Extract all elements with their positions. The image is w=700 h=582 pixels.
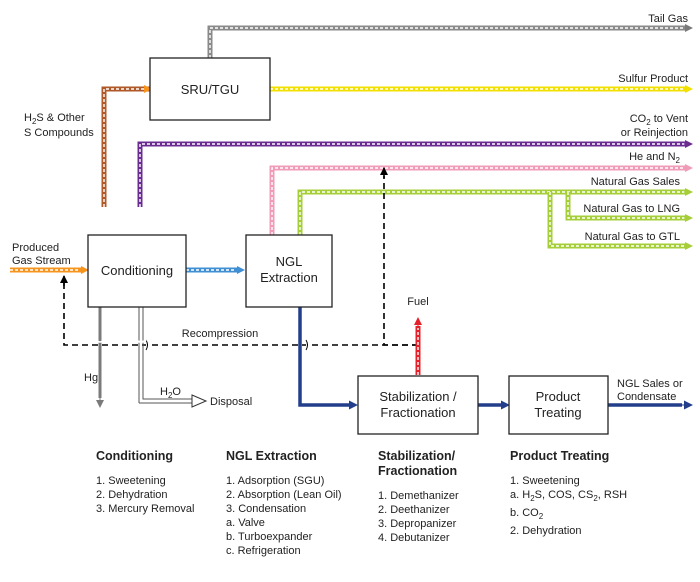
conditioning-list: 1. Sweetening 2. Dehydration 3. Mercury …: [96, 474, 194, 516]
ngl-sales-label-line2: Condensate: [617, 391, 676, 403]
list-item: 1. Demethanizer: [378, 490, 459, 502]
tail-gas-label: Tail Gas: [648, 13, 688, 25]
ngl-extraction-box: [245, 234, 333, 308]
list-item: 2. Deethanizer: [378, 504, 450, 516]
sulfur-product-label: Sulfur Product: [618, 73, 688, 85]
list-item: 3. Condensation: [226, 503, 307, 515]
ngl-extraction-label-line1: NGL: [276, 254, 303, 269]
list-item: 2. Dehydration: [510, 525, 582, 538]
he-n2-stream: [269, 164, 693, 235]
product-treating-column-title: Product Treating: [510, 449, 610, 463]
h2o-label: H2O: [160, 386, 181, 400]
ngl-list: 1. Adsorption (SGU) 2. Absorption (Lean …: [226, 474, 342, 558]
product-treating-column: Product Treating 1. Sweetening a. H2S, C…: [510, 449, 627, 538]
natural-gas-stream: [297, 188, 693, 250]
conditioning-label: Conditioning: [101, 263, 173, 278]
list-subitem: b. Turboexpander: [226, 531, 313, 543]
fuel-label: Fuel: [407, 296, 428, 308]
list-item: 2. Absorption (Lean Oil): [226, 489, 342, 501]
tail-gas-stream: [207, 24, 693, 58]
conditioning-box: [87, 234, 187, 308]
recompression-label: Recompression: [182, 328, 258, 340]
produced-gas-label-line1: Produced: [12, 242, 59, 254]
product-treating-list: 1. Sweetening a. H2S, COS, CS2, RSH b. C…: [510, 474, 627, 538]
product-treating-label-line2: Treating: [534, 405, 581, 420]
list-item: 1. Sweetening: [96, 475, 166, 487]
natural-gas-gtl-label: Natural Gas to GTL: [585, 231, 680, 243]
conditioning-column-title: Conditioning: [96, 449, 174, 463]
hg-stream: [94, 307, 106, 408]
list-subitem: a. H2S, COS, CS2, RSH: [510, 489, 628, 504]
list-subitem: a. Valve: [226, 517, 265, 529]
ngl-sales-label-line1: NGL Sales or: [617, 378, 683, 390]
co2-vent-label-line2: or Reinjection: [621, 127, 688, 139]
list-item: 3. Mercury Removal: [96, 503, 195, 515]
list-item: 4. Debutanizer: [378, 532, 450, 544]
ngl-column-title: NGL Extraction: [226, 449, 317, 463]
list-subitem: c. Refrigeration: [226, 545, 301, 557]
stabilization-column: Stabilization/ Fractionation 1. Demethan…: [378, 449, 459, 545]
recompression-loop: [60, 167, 418, 351]
hg-label: Hg: [84, 372, 98, 384]
list-item: 1. Sweetening: [510, 475, 580, 487]
ngl-extraction-label-line2: Extraction: [260, 270, 318, 285]
stabilization-title-line1: Stabilization/: [378, 449, 456, 463]
ngl-column: NGL Extraction 1. Adsorption (SGU) 2. Ab…: [226, 449, 342, 558]
conditioning-column: Conditioning 1. Sweetening 2. Dehydratio…: [96, 449, 194, 516]
stabilization-label-line2: Fractionation: [380, 405, 455, 420]
stabilization-box: [357, 375, 479, 435]
h2s-label-line2: S Compounds: [24, 127, 94, 139]
stabilization-title-line2: Fractionation: [378, 464, 458, 478]
list-item: 3. Depropanizer: [378, 518, 457, 530]
h2o-stream: [135, 307, 208, 408]
list-item: 1. Adsorption (SGU): [226, 475, 325, 487]
produced-gas-label-line2: Gas Stream: [12, 255, 71, 267]
list-item: 2. Dehydration: [96, 489, 168, 501]
product-treating-box: [508, 375, 609, 435]
ngl-stream: [298, 307, 693, 410]
product-treating-label-line1: Product: [536, 389, 581, 404]
stabilization-column-title: Stabilization/ Fractionation: [378, 449, 459, 479]
sru-tgu-box: [149, 57, 271, 121]
h2s-label: H2S & Other: [24, 112, 85, 126]
stabilization-list: 1. Demethanizer 2. Deethanizer 3. Deprop…: [378, 489, 459, 545]
natural-gas-lng-label: Natural Gas to LNG: [583, 203, 680, 215]
he-n2-label: He and N2: [629, 151, 680, 165]
sru-tgu-label: SRU/TGU: [181, 82, 240, 97]
co2-vent-label: CO2 to Vent: [630, 113, 688, 127]
disposal-label: Disposal: [210, 396, 252, 408]
h2s-stream: [101, 85, 152, 207]
list-subitem: b. CO2: [510, 507, 544, 522]
stabilization-label-line1: Stabilization /: [379, 389, 457, 404]
natural-gas-sales-label: Natural Gas Sales: [591, 176, 681, 188]
co2-stream: [137, 140, 693, 207]
